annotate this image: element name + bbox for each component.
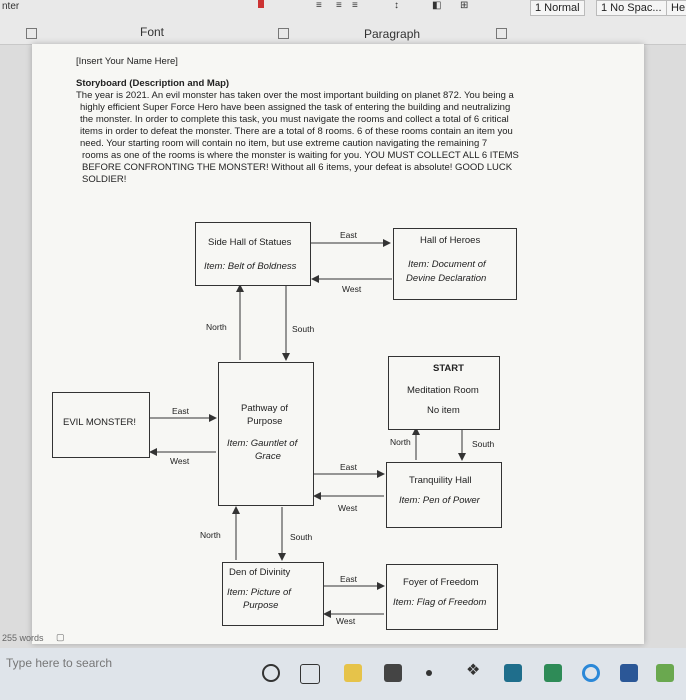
room-item: Item: Document of xyxy=(408,259,486,270)
shading-icon[interactable]: ◧ xyxy=(432,0,442,11)
room-meditation-start: START Meditation Room No item xyxy=(388,356,500,430)
room-name: Hall of Heroes xyxy=(420,235,481,246)
style-normal[interactable]: 1 Normal xyxy=(530,0,585,16)
edge-icon[interactable] xyxy=(582,664,600,682)
room-name: Foyer of Freedom xyxy=(403,577,479,588)
dir-north: North xyxy=(200,530,221,540)
dir-south: South xyxy=(472,439,495,449)
room-item: Item: Picture of xyxy=(227,587,291,598)
body-line: SOLDIER! xyxy=(82,174,127,185)
dir-west: West xyxy=(338,503,358,513)
unknown-app-icon[interactable] xyxy=(426,670,432,676)
room-side-hall-of-statues: Side Hall of Statues Item: Belt of Boldn… xyxy=(195,222,311,286)
dir-north: North xyxy=(390,437,411,447)
room-den-of-divinity: Den of Divinity Item: Picture of Purpose xyxy=(222,562,324,626)
room-name: Purpose xyxy=(247,416,283,427)
font-group-label: Font xyxy=(140,25,165,39)
room-foyer-of-freedom: Foyer of Freedom Item: Flag of Freedom xyxy=(386,564,498,630)
dir-east: East xyxy=(340,574,358,584)
body-line: rooms as one of the rooms is where the m… xyxy=(82,150,519,161)
room-item: Grace xyxy=(255,451,281,462)
start-label: START xyxy=(433,363,464,374)
room-name: Tranquility Hall xyxy=(409,475,472,486)
line-spacing-icon[interactable]: ↕ xyxy=(394,0,399,11)
document-page[interactable]: [Insert Your Name Here] Storyboard (Desc… xyxy=(32,44,644,644)
task-view-icon[interactable] xyxy=(300,664,320,684)
paragraph-launcher-icon[interactable] xyxy=(496,28,507,39)
taskbar-search-input[interactable]: Type here to search xyxy=(6,656,113,670)
body-line: items in order to defeat the monster. Th… xyxy=(80,126,513,137)
room-item: Item: Pen of Power xyxy=(399,495,480,506)
style-no-spacing[interactable]: 1 No Spac... xyxy=(596,0,667,16)
body-line: The year is 2021. An evil monster has ta… xyxy=(76,90,514,101)
dir-east: East xyxy=(340,462,358,472)
body-line: highly efficient Super Force Hero have b… xyxy=(80,102,511,113)
paragraph-group-label: Paragraph xyxy=(364,27,421,41)
dir-south: South xyxy=(292,324,315,334)
room-item: Item: Gauntlet of xyxy=(227,438,298,449)
file-explorer-icon[interactable] xyxy=(344,664,362,682)
room-item: Item: Belt of Boldness xyxy=(204,261,297,272)
room-item: Devine Declaration xyxy=(406,273,487,284)
room-hall-of-heroes: Hall of Heroes Item: Document of Devine … xyxy=(393,228,517,300)
clipboard-launcher-icon[interactable] xyxy=(26,28,37,39)
dropbox-icon[interactable]: ❖ xyxy=(466,662,481,679)
room-item: Item: Flag of Freedom xyxy=(393,597,487,608)
ribbon-cut-label: nter xyxy=(2,1,20,12)
borders-icon[interactable]: ⊞ xyxy=(460,0,469,11)
room-item: No item xyxy=(427,405,460,416)
ribbon: nter Font Paragraph 1 Normal 1 No Spac..… xyxy=(0,0,686,45)
dir-west: West xyxy=(170,456,190,466)
cortana-icon[interactable] xyxy=(262,664,280,682)
align-right-icon[interactable]: ≡ xyxy=(336,0,342,11)
font-launcher-icon[interactable] xyxy=(278,28,289,39)
body-line: need. Your starting room will contain no… xyxy=(80,138,488,149)
app-s-icon[interactable] xyxy=(544,664,562,682)
app-icon[interactable] xyxy=(656,664,674,682)
room-name: Meditation Room xyxy=(407,385,479,396)
status-bar: 255 words ▢ xyxy=(0,630,686,648)
dir-east: East xyxy=(340,230,358,240)
name-line: [Insert Your Name Here] xyxy=(76,56,178,67)
room-tranquility-hall: Tranquility Hall Item: Pen of Power xyxy=(386,462,502,528)
proofing-icon[interactable]: ▢ xyxy=(56,632,65,642)
store-icon[interactable] xyxy=(384,664,402,682)
room-pathway-of-purpose: Pathway of Purpose Item: Gauntlet of Gra… xyxy=(218,362,314,506)
font-color-icon[interactable] xyxy=(258,0,264,8)
align-center-icon[interactable]: ≡ xyxy=(316,0,322,11)
word-count[interactable]: 255 words xyxy=(2,633,44,643)
body-line: BEFORE CONFRONTING THE MONSTER! Without … xyxy=(82,162,513,173)
room-name: Den of Divinity xyxy=(229,567,291,578)
room-item: Purpose xyxy=(243,600,279,611)
storyboard-heading: Storyboard (Description and Map) xyxy=(76,78,230,89)
justify-icon[interactable]: ≡ xyxy=(352,0,358,11)
room-name: Pathway of xyxy=(241,403,288,414)
room-name: Side Hall of Statues xyxy=(208,237,292,248)
dir-west: West xyxy=(336,616,356,626)
room-evil-monster: EVIL MONSTER! xyxy=(52,392,150,458)
room-name: EVIL MONSTER! xyxy=(63,417,137,428)
body-line: the monster. In order to complete this t… xyxy=(80,114,509,125)
app-icon[interactable] xyxy=(504,664,522,682)
word-app-icon[interactable] xyxy=(620,664,638,682)
dir-east: East xyxy=(172,406,190,416)
style-heading[interactable]: He xyxy=(666,0,686,16)
dir-west: West xyxy=(342,284,362,294)
taskbar: Type here to search ❖ xyxy=(0,648,686,700)
dir-south: South xyxy=(290,532,313,542)
dir-north: North xyxy=(206,322,227,332)
